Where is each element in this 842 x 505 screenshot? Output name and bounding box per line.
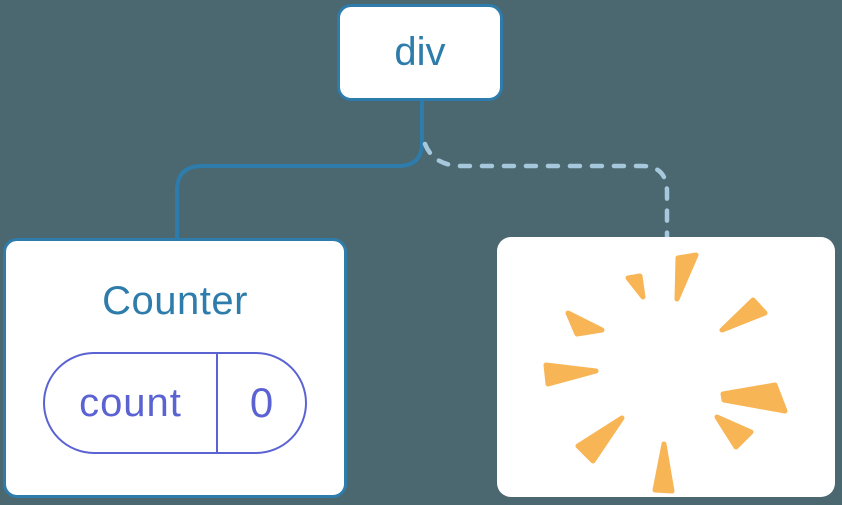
state-pill: count 0 <box>43 352 307 454</box>
edge-solid <box>175 97 424 243</box>
poof-ray <box>625 273 646 300</box>
counter-title: Counter <box>102 279 248 323</box>
root-node-label: div <box>394 30 446 74</box>
poof-ray <box>720 382 788 414</box>
edge-dashed <box>422 141 670 243</box>
state-key-label: count <box>45 354 218 452</box>
poof-ray <box>674 252 699 302</box>
poof-ray <box>565 310 605 337</box>
poof-ray <box>719 297 768 333</box>
state-value: 0 <box>249 379 274 426</box>
poof-ray <box>575 415 625 464</box>
counter-node: Counter count 0 <box>3 238 347 498</box>
root-node-div: div <box>337 4 503 101</box>
poof-ray <box>652 441 675 494</box>
removed-node <box>497 237 835 497</box>
poof-burst-icon <box>543 252 788 494</box>
poof-ray <box>543 362 599 387</box>
poof-ray <box>714 414 754 450</box>
